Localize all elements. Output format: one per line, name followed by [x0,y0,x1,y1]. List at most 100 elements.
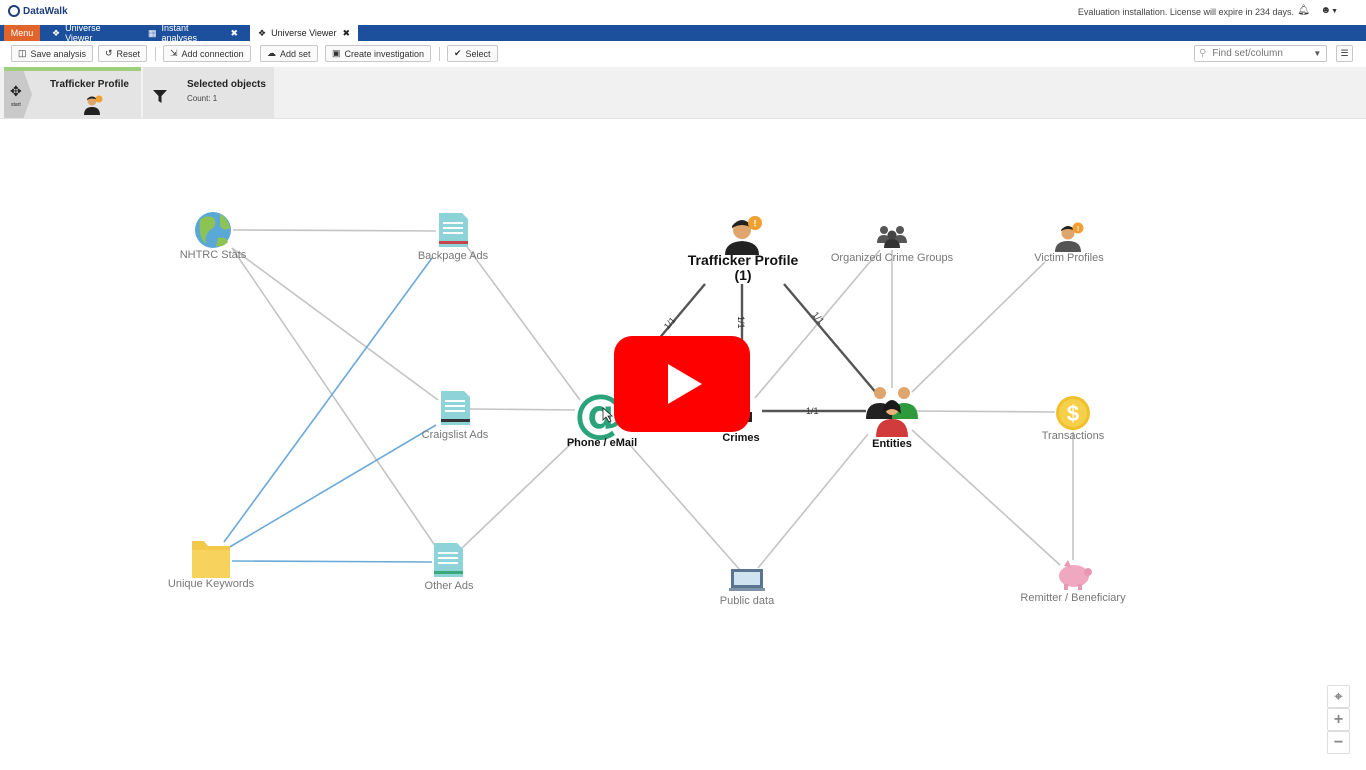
graph-edges-keywords [223,257,437,563]
node-victim-profiles[interactable]: ! Victim Profiles [1034,222,1104,265]
people-icon [866,387,918,437]
group-icon [877,226,907,248]
app-logo[interactable]: DataWalk [8,5,68,17]
breadcrumb-step-trafficker[interactable]: ✥ start Trafficker Profile [4,67,141,118]
plus-icon: + [1333,710,1344,728]
add-set-button[interactable]: ☁ Add set [260,45,318,62]
cursor-icon [602,407,614,423]
tab-label: Universe Viewer [271,28,337,38]
save-analysis-button[interactable]: ◫ Save analysis [11,45,94,62]
document-icon [439,213,468,247]
add-connection-button[interactable]: ⇲ Add connection [163,45,251,62]
grid-icon: ▦ [148,27,157,38]
network-icon: ❖ [52,27,61,38]
node-nhtrc-stats[interactable]: NHTRC Stats [180,212,247,261]
reset-button[interactable]: ↺ Reset [98,45,148,62]
edge-label: 1/1 [806,406,819,416]
logo-text: DataWalk [23,5,68,17]
button-label: Reset [116,48,141,59]
minus-icon: − [1333,733,1344,751]
node-organized-crime-groups[interactable]: Organized Crime Groups [831,226,954,264]
columns-toggle-button[interactable]: ☰ [1336,45,1353,62]
node-count: (1) [734,267,751,283]
close-icon[interactable]: ✖ [342,27,350,38]
node-label: Unique Keywords [168,578,255,590]
bell-icon[interactable]: 🔔︎ [1297,5,1310,16]
node-entities[interactable]: Entities [866,387,918,450]
graph-canvas[interactable]: 1/1 1/1 1/1 1/1 NHTRC Stats Backpage Ads [0,118,1366,770]
node-label: Entities [872,438,912,450]
tab-label: Instant analyses [161,23,198,43]
document-icon [434,543,463,577]
node-public-data[interactable]: Public data [720,569,775,607]
warning-icon: ! [754,219,757,229]
node-label: Transactions [1042,430,1105,442]
floppy-icon: ◫ [18,48,27,58]
button-label: Create investigation [344,48,425,59]
tab-instant-analyses[interactable]: ▦ Instant analyses ✖ [140,23,246,43]
node-other-ads[interactable]: Other Ads [425,543,474,592]
tab-universe-viewer-1[interactable]: ❖ Universe Viewer [44,23,136,43]
tab-universe-viewer-2[interactable]: ❖ Universe Viewer ✖ [250,25,358,41]
start-marker[interactable]: ✥ start [4,71,32,118]
toolbar-divider [155,47,156,61]
node-transactions[interactable]: $ Transactions [1042,396,1105,442]
undo-icon: ↺ [105,48,113,58]
step-title: Selected objects [187,79,266,90]
user-menu[interactable]: ☻▼ [1321,5,1338,16]
node-label: Remitter / Beneficiary [1020,592,1126,604]
node-label: Organized Crime Groups [831,252,954,264]
button-label: Add connection [181,48,244,59]
caret-down-icon[interactable]: ▼ [1313,49,1322,58]
node-label: Crimes [722,432,759,444]
connection-icon: ⇲ [170,48,178,58]
folder-icon [192,541,230,578]
logo-icon [8,5,20,17]
node-label: Public data [720,595,775,607]
play-icon [668,364,702,404]
crosshair-icon: ⌖ [1334,688,1343,704]
find-set-column[interactable]: ⚲ ▼ [1194,45,1327,62]
node-craigslist-ads[interactable]: Craigslist Ads [422,391,489,441]
edge-label: 1/1 [810,310,826,326]
person-icon: ! [725,216,762,255]
node-unique-keywords[interactable]: Unique Keywords [168,541,255,590]
monitor-icon [729,569,765,591]
node-label: NHTRC Stats [180,249,247,261]
breadcrumb-step-selected[interactable]: Selected objects Count: 1 [143,67,274,118]
create-investigation-button[interactable]: ▣ Create investigation [325,45,432,62]
node-label: Backpage Ads [418,250,489,262]
license-notice: Evaluation installation. License will ex… [1077,7,1294,17]
briefcase-icon: ▣ [332,48,341,58]
breadcrumb: ✥ start Trafficker Profile Selected obje… [0,67,1366,119]
dollar-coin-icon: $ [1056,396,1090,430]
select-button[interactable]: ✔ Select [447,45,498,62]
globe-icon [195,212,231,248]
menu-button[interactable]: Menu [4,25,40,41]
person-icon [84,95,103,115]
zoom-out-button[interactable]: − [1327,731,1350,754]
toolbar-divider [439,47,440,61]
top-bar: DataWalk Evaluation installation. Licens… [0,0,1366,25]
button-label: Save analysis [30,48,87,59]
find-input[interactable] [1210,47,1310,60]
node-label: Other Ads [425,580,474,592]
check-icon: ✔ [454,48,462,58]
node-backpage-ads[interactable]: Backpage Ads [418,213,489,262]
node-remitter-beneficiary[interactable]: Remitter / Beneficiary [1020,560,1126,604]
edge-label: 1/1 [736,316,746,329]
move-icon: ✥ [10,83,22,99]
cloud-upload-icon: ☁ [267,48,276,58]
node-label: Craigslist Ads [422,429,489,441]
document-icon [441,391,470,425]
video-play-button[interactable] [614,336,750,432]
node-label: Victim Profiles [1034,252,1104,264]
start-label: start [11,102,21,108]
zoom-in-button[interactable]: + [1327,708,1350,731]
tab-label: Universe Viewer [65,23,101,43]
node-trafficker-profile[interactable]: ! Trafficker Profile (1) [688,216,799,283]
zoom-fit-button[interactable]: ⌖ [1327,685,1350,708]
tab-bar: Menu ❖ Universe Viewer ▦ Instant analyse… [0,23,1366,43]
person-icon: ! [1055,222,1084,252]
close-icon[interactable]: ✖ [230,27,238,38]
